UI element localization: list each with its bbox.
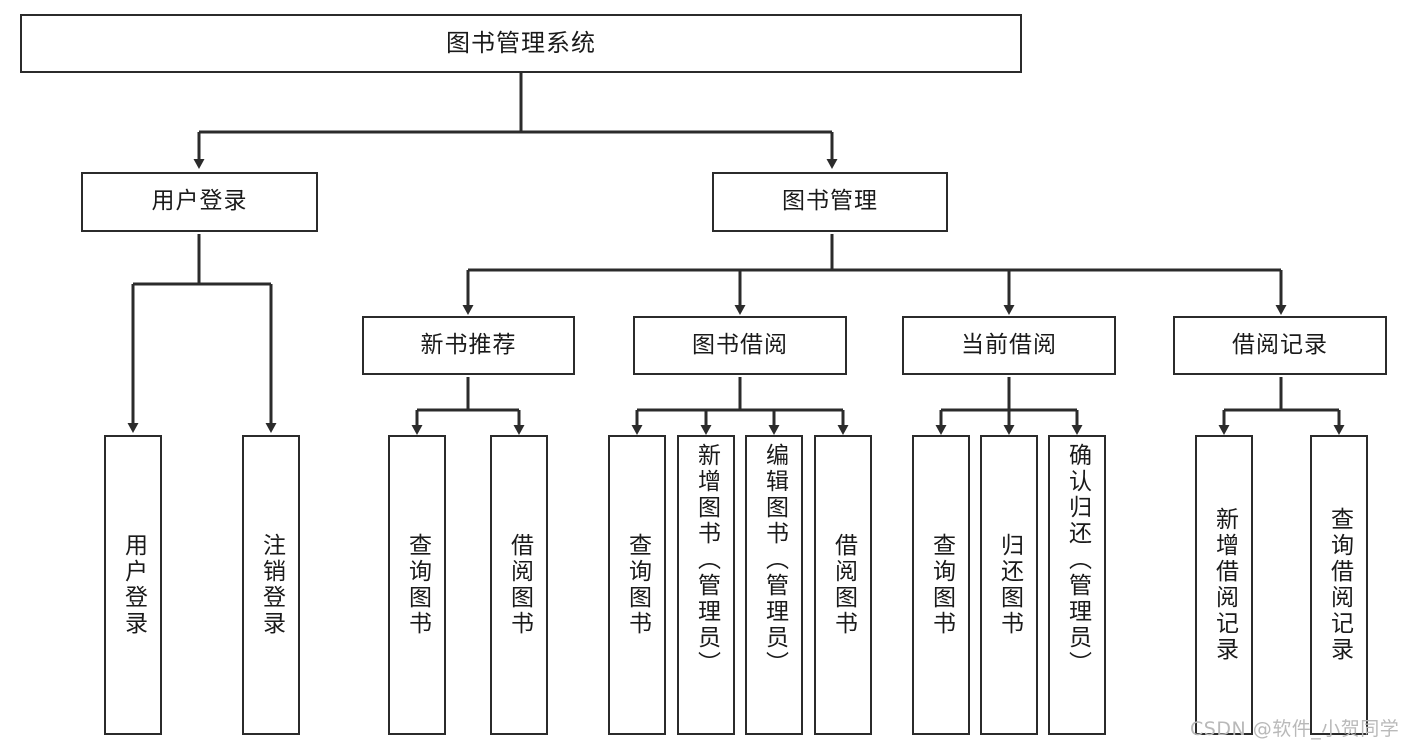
leaf-query-book-borrow[interactable]: 查询图书	[608, 435, 666, 735]
node-current-borrow[interactable]: 当前借阅	[902, 316, 1116, 375]
leaf-edit-book-admin[interactable]: 编辑图书（管理员）	[745, 435, 803, 735]
leaf-logout-login[interactable]: 注销登录	[242, 435, 300, 735]
node-label: 编辑图书（管理员）	[761, 443, 788, 677]
node-label: 借阅记录	[1232, 331, 1328, 358]
node-book-borrow[interactable]: 图书借阅	[633, 316, 847, 375]
node-borrow-record[interactable]: 借阅记录	[1173, 316, 1387, 375]
node-label: 查询图书	[624, 533, 651, 637]
node-label: 查询图书	[928, 533, 955, 637]
node-label: 用户登录	[120, 533, 147, 637]
node-label: 归还图书	[996, 533, 1023, 637]
leaf-return-book[interactable]: 归还图书	[980, 435, 1038, 735]
leaf-add-borrow-record[interactable]: 新增借阅记录	[1195, 435, 1253, 735]
node-label: 图书管理系统	[446, 29, 596, 58]
leaf-query-borrow-record[interactable]: 查询借阅记录	[1310, 435, 1368, 735]
node-label: 新增图书（管理员）	[693, 443, 720, 677]
node-label: 新书推荐	[420, 331, 517, 358]
leaf-query-book-new-book[interactable]: 查询图书	[388, 435, 446, 735]
node-root-book-management-system[interactable]: 图书管理系统	[20, 14, 1022, 73]
leaf-borrow-book-borrow[interactable]: 借阅图书	[814, 435, 872, 735]
node-label: 用户登录	[151, 188, 248, 215]
leaf-borrow-book-new-book[interactable]: 借阅图书	[490, 435, 548, 735]
node-user-login[interactable]: 用户登录	[81, 172, 318, 232]
node-label: 当前借阅	[961, 331, 1057, 358]
node-new-book-recommend[interactable]: 新书推荐	[362, 316, 575, 375]
node-label: 新增借阅记录	[1211, 507, 1238, 663]
node-label: 确认归还（管理员）	[1064, 443, 1091, 677]
node-label: 查询图书	[404, 533, 431, 637]
csdn-watermark: CSDN @软件_小贺同学	[1190, 718, 1400, 740]
node-label: 图书借阅	[692, 331, 788, 358]
leaf-add-book-admin[interactable]: 新增图书（管理员）	[677, 435, 735, 735]
node-label: 查询借阅记录	[1326, 507, 1353, 663]
leaf-confirm-return-admin[interactable]: 确认归还（管理员）	[1048, 435, 1106, 735]
leaf-user-login[interactable]: 用户登录	[104, 435, 162, 735]
node-label: 借阅图书	[506, 533, 533, 637]
node-label: 注销登录	[258, 533, 285, 637]
node-book-management[interactable]: 图书管理	[712, 172, 948, 232]
node-label: 图书管理	[782, 188, 878, 215]
node-label: 借阅图书	[830, 533, 857, 637]
leaf-query-book-current[interactable]: 查询图书	[912, 435, 970, 735]
